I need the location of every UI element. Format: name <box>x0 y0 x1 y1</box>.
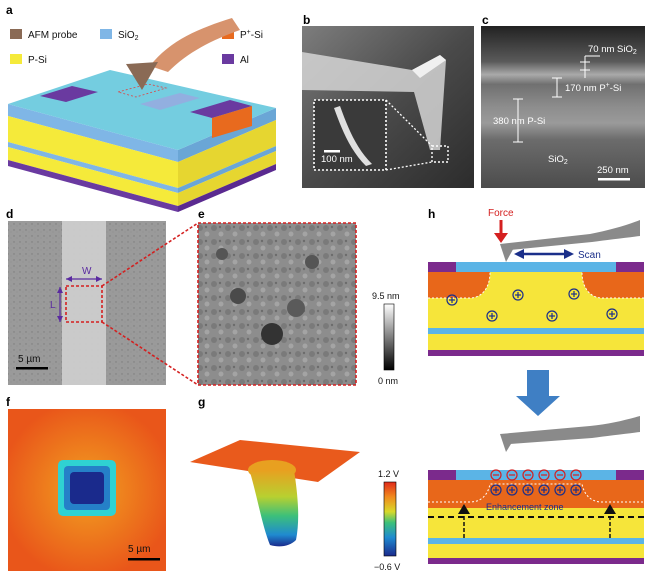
panel-g: g 1.2 V −0.6 V <box>190 395 400 572</box>
scale-bar-label-c: 250 nm <box>597 165 629 176</box>
colorbar-e <box>383 303 395 371</box>
layer-label-p-plus-si: 170 nm P+-Si <box>565 82 621 94</box>
panel-c: c 70 nm SiO2 170 nm P+-Si 380 nm P-Si Si… <box>481 13 645 188</box>
sem-image-c <box>481 26 645 188</box>
legend-label-al: Al <box>240 55 249 66</box>
panel-letter-b: b <box>303 13 310 27</box>
panel-b: b 100 nm <box>302 13 474 188</box>
legend-swatch-sio2 <box>100 29 112 39</box>
scale-bar-f <box>128 558 160 561</box>
colorbar-min-g: −0.6 V <box>374 562 400 572</box>
panel-e: e 9.5 nm 0 nm <box>197 207 400 386</box>
layer-label-sio2-bottom: SiO2 <box>548 154 568 166</box>
layer-label-sio2-top: 70 nm SiO2 <box>588 44 637 56</box>
schematic-top: Force Scan <box>428 208 644 356</box>
legend-swatch-al <box>222 54 234 64</box>
device-3d <box>8 18 276 212</box>
scale-bar-label-b: 100 nm <box>321 154 353 165</box>
afm-image-e <box>198 223 356 385</box>
legend-label-afm-probe: AFM probe <box>28 30 78 41</box>
schematic-bottom: Enhancement zone <box>428 416 644 564</box>
panel-f: f 5 µm <box>6 395 166 571</box>
legend-label-sio2: SiO2 <box>118 30 139 42</box>
panel-letter-e: e <box>198 207 205 221</box>
panel-a: a AFM probe SiO2 P+-Si P-Si Al <box>6 3 276 212</box>
colorbar-max-g: 1.2 V <box>378 469 399 479</box>
scale-bar-d <box>16 367 48 370</box>
panel-letter-a: a <box>6 3 13 17</box>
colorbar-g <box>383 481 397 557</box>
legend-label-p-plus-si: P+-Si <box>240 29 263 41</box>
scale-bar-b <box>324 150 340 153</box>
panel-letter-d: d <box>6 207 13 221</box>
legend-label-p-si: P-Si <box>28 55 47 66</box>
scale-bar-c <box>598 178 630 181</box>
force-label: Force <box>488 208 514 219</box>
panel-letter-f: f <box>6 395 11 409</box>
legend-swatch-afm-probe <box>10 29 22 39</box>
layer-label-p-si: 380 nm P-Si <box>493 116 545 127</box>
length-label: L <box>50 300 56 311</box>
colorbar-max-e: 9.5 nm <box>372 291 400 301</box>
scale-bar-label-d: 5 µm <box>18 354 40 365</box>
colorbar-min-e: 0 nm <box>378 376 398 386</box>
width-label: W <box>82 266 92 277</box>
panel-letter-g: g <box>198 395 205 409</box>
scale-bar-label-f: 5 µm <box>128 544 150 555</box>
panel-letter-h: h <box>428 207 435 221</box>
panel-d: d W L 5 µm <box>6 207 166 385</box>
scan-label: Scan <box>578 250 601 261</box>
process-arrow <box>516 370 560 416</box>
enhancement-zone-label: Enhancement zone <box>486 502 564 512</box>
panel-letter-c: c <box>482 13 489 27</box>
legend-swatch-p-si <box>10 54 22 64</box>
panel-h: h Force Scan <box>428 207 644 564</box>
